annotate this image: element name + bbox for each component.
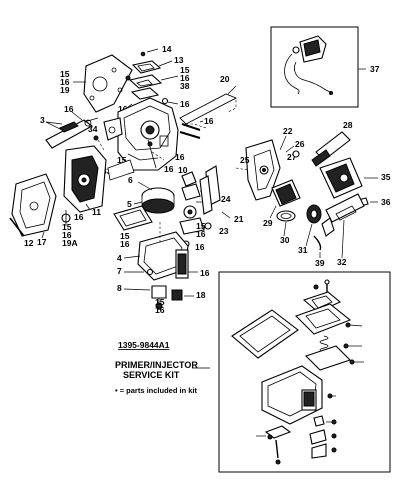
- linkage-bracket: [245, 139, 281, 201]
- inset-primer-bulb-box: [270, 26, 366, 108]
- callout-16-bowl: 16: [200, 268, 210, 278]
- callout-17: 17: [37, 237, 47, 247]
- callout-15-gasket: 15: [60, 69, 70, 79]
- valve-32: [321, 193, 365, 237]
- callout-20: 20: [220, 74, 230, 84]
- callout-3: 3: [40, 115, 45, 125]
- kit-legend: • = parts included in kit: [115, 386, 198, 395]
- fuel-pump-cover: [63, 145, 107, 213]
- float: [137, 181, 175, 214]
- kit-title-line1: PRIMER/INJECTOR: [115, 360, 198, 370]
- callout-30: 30: [280, 235, 290, 245]
- callout-16-stack-a: 16: [164, 164, 174, 174]
- callout-27: 27: [287, 152, 297, 162]
- callout-16-upper-right: 16: [180, 99, 190, 109]
- callout-16-top: 16: [180, 73, 190, 83]
- cover-gasket: [83, 54, 133, 113]
- callout-16-stack-b: 16: [175, 152, 185, 162]
- callout-29: 29: [263, 218, 273, 228]
- float-bowl: [137, 222, 189, 281]
- callout-35: 35: [381, 172, 391, 182]
- callout-36: 36: [381, 197, 391, 207]
- choke-knob-28: [311, 131, 351, 167]
- callout-16-screws-right: 16: [204, 116, 214, 126]
- bowl-gasket: [113, 205, 153, 231]
- callout-34: 34: [88, 124, 98, 134]
- callout-26: 26: [295, 139, 305, 149]
- body-screws-right: [179, 123, 201, 139]
- callout-16-bowl-gasket: 16: [120, 239, 130, 249]
- pump-29: [271, 179, 301, 207]
- center-stack-right: [179, 171, 205, 235]
- drain-screw: [151, 285, 167, 310]
- callout-15-drain: 15: [155, 297, 165, 307]
- callout-31: 31: [298, 245, 308, 255]
- callout-16-right: 16: [196, 229, 206, 239]
- callout-15-body: 15: [117, 155, 127, 165]
- callout-19A: 19A: [62, 238, 78, 248]
- callout-28: 28: [343, 120, 353, 130]
- kit-title-line2: SERVICE KIT: [123, 370, 180, 380]
- callout-19: 19: [60, 85, 70, 95]
- callout-14: 14: [162, 44, 172, 54]
- callout-11: 11: [92, 207, 101, 217]
- callout-4: 4: [117, 253, 122, 263]
- service-kit-box: [218, 271, 391, 473]
- callout-23: 23: [219, 226, 229, 236]
- center-stack-upper: [147, 139, 165, 169]
- callout-15-top: 15: [180, 65, 190, 75]
- callout-21: 21: [234, 214, 244, 224]
- callout-37: 37: [370, 64, 380, 74]
- top-gasket-parts: [128, 48, 163, 100]
- callout-16-upper-left: 16: [118, 104, 128, 114]
- callout-5: 5: [127, 199, 132, 209]
- callout-22: 22: [283, 126, 293, 136]
- callout-24: 24: [221, 194, 231, 204]
- callout-16-cover: 16: [74, 212, 84, 222]
- callout-18: 18: [196, 290, 206, 300]
- float-arm-24: [199, 165, 221, 215]
- callout-39: 39: [315, 258, 325, 268]
- callout-7: 7: [117, 266, 122, 276]
- callout-8: 8: [117, 283, 122, 293]
- fuel-connector-35: [319, 157, 363, 199]
- callout-33: 33: [102, 166, 112, 176]
- callout-12: 12: [24, 238, 34, 248]
- callout-16-gasket: 16: [60, 77, 70, 87]
- o-ring-30: [276, 210, 296, 222]
- callout-10: 10: [178, 165, 188, 175]
- callout-16-cover2: 16: [62, 230, 72, 240]
- callout-15-right: 15: [196, 221, 206, 231]
- callout-16-drain: 16: [155, 305, 165, 315]
- callout-38: 38: [180, 81, 190, 91]
- callout-16-left: 16: [64, 104, 74, 114]
- left-gasket: [11, 173, 57, 237]
- callout-13: 13: [174, 55, 184, 65]
- kit-part-number: 1395-9844A1: [118, 340, 170, 350]
- callout-32: 32: [337, 257, 347, 267]
- callout-25: 25: [240, 155, 250, 165]
- gear-31: [306, 204, 322, 224]
- throttle-lever: [45, 117, 99, 149]
- callout-6: 6: [128, 175, 133, 185]
- callout-16-right2: 16: [195, 242, 205, 252]
- carburetor-body: [103, 97, 179, 171]
- callout-15-bowl-gasket: 15: [120, 231, 130, 241]
- callout-15-cover: 15: [62, 222, 72, 232]
